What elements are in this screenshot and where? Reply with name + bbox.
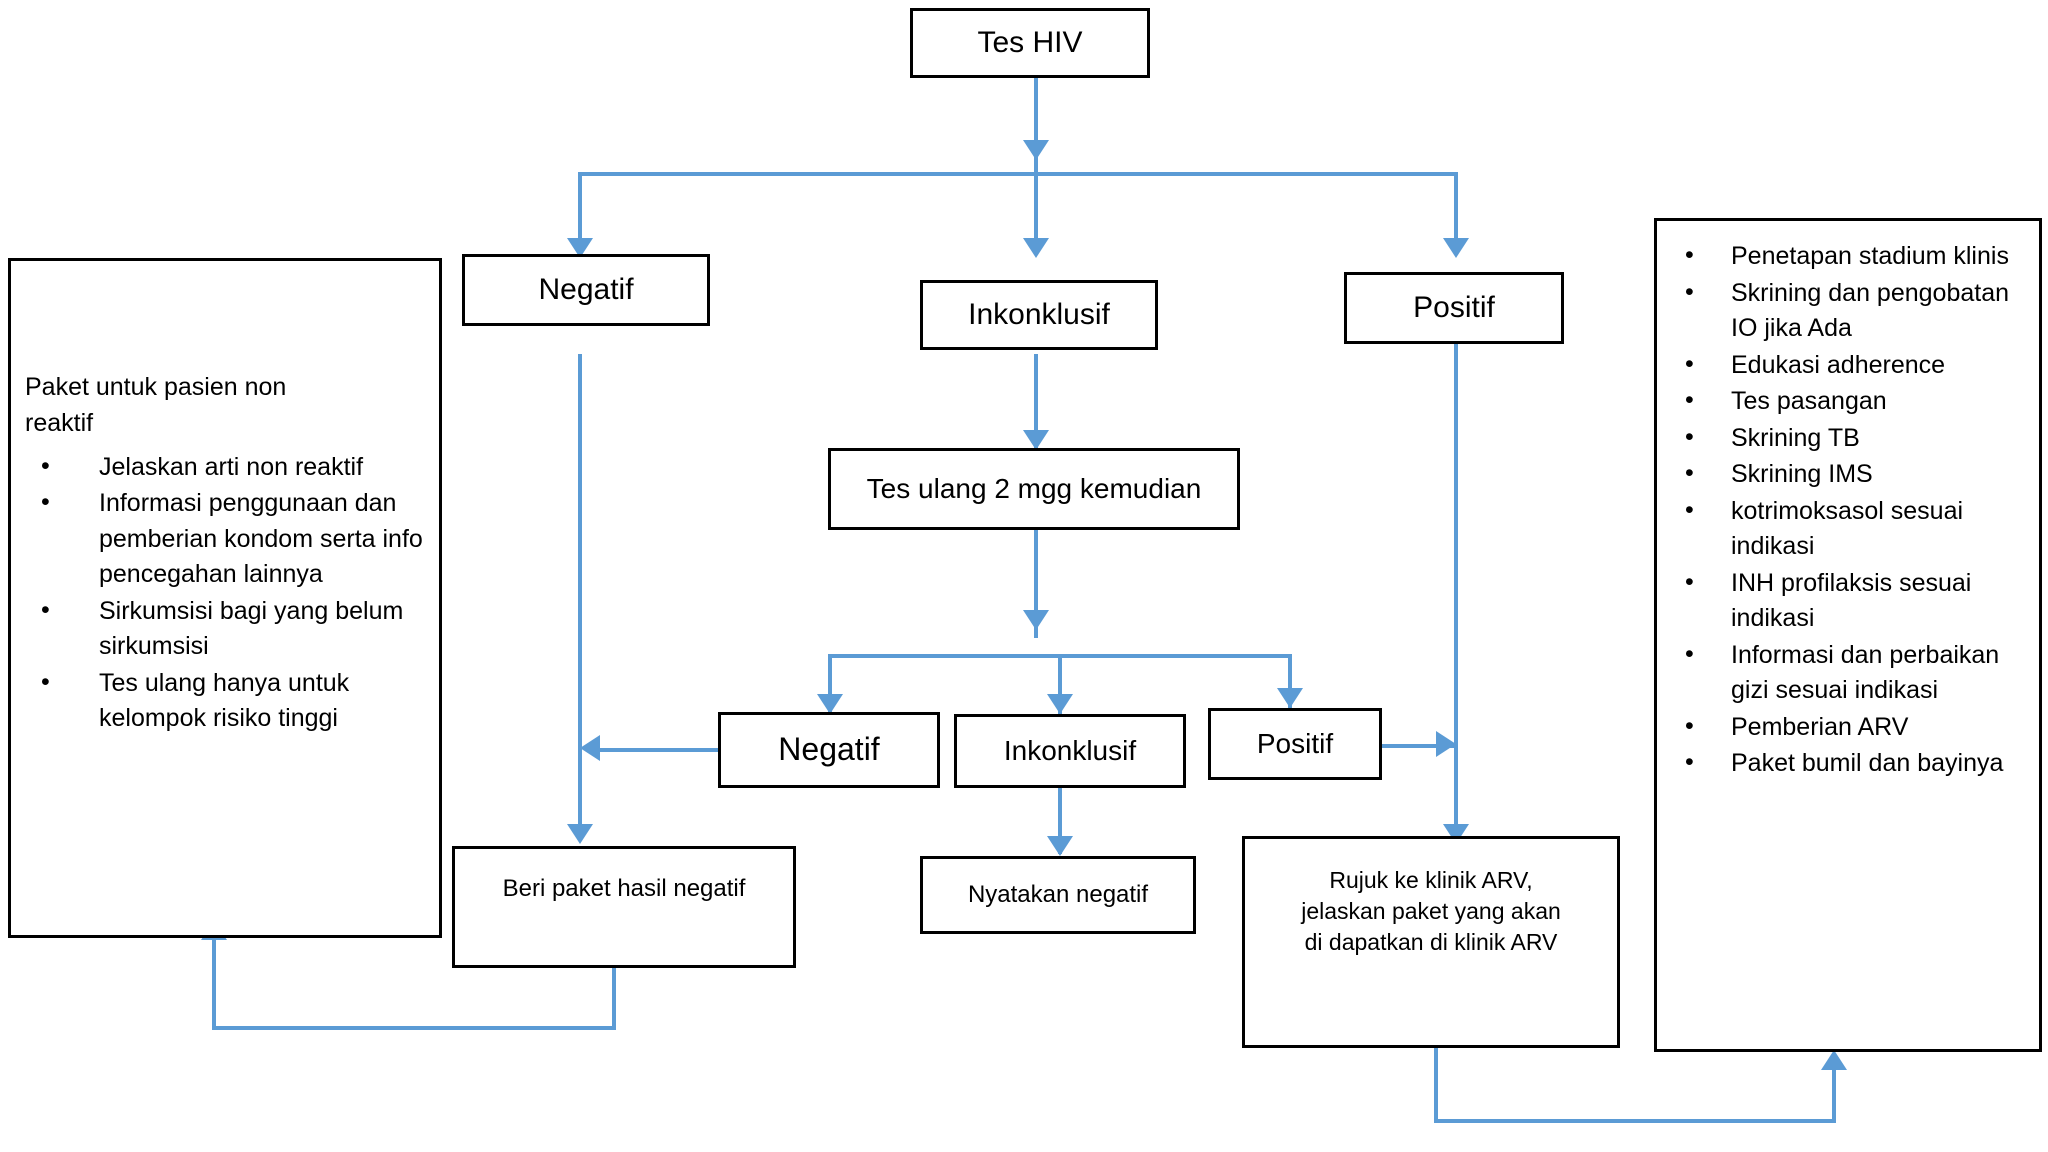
connector-inkonklusif1-to-retest [1034, 354, 1038, 448]
arrowhead-positif2-right [1436, 731, 1456, 757]
node-negatif-1[interactable]: Negatif [462, 254, 710, 326]
node-positif-1[interactable]: Positif [1344, 272, 1564, 344]
connector-to-inkonklusif2 [1058, 654, 1062, 720]
list-item: Sirkumsisi bagi yang belum sirkumsisi [41, 593, 425, 665]
node-tes-hiv[interactable]: Tes HIV [910, 8, 1150, 78]
node-label: Tes ulang 2 mgg kemudian [866, 473, 1202, 505]
arrowhead-beripaket [567, 824, 593, 844]
list-item: Edukasi adherence [1685, 347, 2025, 384]
node-label: Negatif [778, 731, 880, 768]
arrowhead-nyatakan [1047, 836, 1073, 856]
arrowhead-negatif1 [567, 238, 593, 258]
list-item: Informasi penggunaan dan pemberian kondo… [41, 485, 425, 593]
arrowhead-positif1 [1443, 238, 1469, 258]
node-label: Tes HIV [977, 25, 1083, 59]
connector-retest-down [1034, 530, 1038, 638]
panel-paket-non-reaktif[interactable]: Paket untuk pasien non reaktif Jelaskan … [8, 258, 442, 938]
node-label-line3: di dapatkan di klinik ARV [1304, 929, 1558, 956]
arrowhead-retest-down [1023, 610, 1049, 630]
connector-positif1-to-rujuk [1454, 340, 1458, 840]
node-label: Nyatakan negatif [967, 880, 1149, 908]
node-label: Beri paket hasil negatif [502, 875, 746, 902]
node-beri-paket-hasil-negatif[interactable]: Beri paket hasil negatif [452, 846, 796, 968]
list-item: Skrining IMS [1685, 456, 2025, 493]
arrowhead-inkonklusif2 [1047, 694, 1073, 714]
connector-negatif1-to-beripaket [578, 354, 582, 840]
connector-feedback-right-v2 [1832, 1068, 1836, 1122]
connector-level1-bar [578, 172, 1458, 176]
connector-negatif2-left [596, 748, 718, 752]
connector-feedback-right-h [1434, 1119, 1836, 1123]
panel-bullet-list: Penetapan stadium klinis Skrining dan pe… [1657, 238, 2039, 782]
list-item: Paket bumil dan bayinya [1685, 745, 2025, 782]
node-rujuk-klinik-arv[interactable]: Rujuk ke klinik ARV, jelaskan paket yang… [1242, 836, 1620, 1048]
connector-feedback-left-h [212, 1026, 616, 1030]
node-label: Negatif [538, 272, 634, 306]
node-tes-ulang-2-mgg[interactable]: Tes ulang 2 mgg kemudian [828, 448, 1240, 530]
connector-feedback-right-v1 [1434, 1045, 1438, 1123]
arrowhead-inkonklusif1 [1023, 238, 1049, 258]
connector-positif2-right [1380, 744, 1454, 748]
connector-to-negatif2 [828, 654, 832, 720]
panel-content: Paket untuk pasien non reaktif Jelaskan … [11, 261, 439, 737]
panel-heading-line2: reaktif [25, 409, 94, 438]
connector-feedback-left-v1 [612, 966, 616, 1030]
connector-feedback-left-v2 [212, 938, 216, 1030]
node-label: Inkonklusif [1003, 735, 1137, 767]
node-positif-2[interactable]: Positif [1208, 708, 1382, 780]
connector-to-positif1 [1454, 172, 1458, 254]
node-inkonklusif-1[interactable]: Inkonklusif [920, 280, 1158, 350]
node-label-line2: jelaskan paket yang akan [1301, 898, 1561, 925]
node-nyatakan-negatif[interactable]: Nyatakan negatif [920, 856, 1196, 934]
arrowhead-positif2 [1277, 688, 1303, 708]
list-item: Jelaskan arti non reaktif [41, 449, 425, 486]
arrowhead-feedback-right [1821, 1050, 1847, 1070]
list-item: Skrining dan pengobatan IO jika Ada [1685, 275, 2025, 347]
node-label-line1: Rujuk ke klinik ARV, [1329, 867, 1533, 893]
node-label: Inkonklusif [968, 297, 1110, 331]
list-item: kotrimoksasol sesuai indikasi [1685, 493, 2025, 565]
arrowhead-negatif2 [817, 694, 843, 714]
node-negatif-2[interactable]: Negatif [718, 712, 940, 788]
connector-to-inkonklusif1 [1034, 172, 1038, 254]
connector-to-negatif1 [578, 172, 582, 254]
list-item: Tes pasangan [1685, 383, 2025, 420]
list-item: Penetapan stadium klinis [1685, 238, 2025, 275]
panel-heading-line1: Paket untuk pasien non [25, 373, 287, 401]
list-item: Pemberian ARV [1685, 709, 2025, 746]
panel-content: Penetapan stadium klinis Skrining dan pe… [1657, 221, 2039, 782]
connector-root-down [1034, 78, 1038, 172]
arrowhead-root-down [1023, 140, 1049, 160]
node-label: Positif [1256, 728, 1334, 760]
connector-to-positif2 [1288, 654, 1292, 720]
panel-paket-arv[interactable]: Penetapan stadium klinis Skrining dan pe… [1654, 218, 2042, 1052]
list-item: Informasi dan perbaikan gizi sesuai indi… [1685, 637, 2025, 709]
list-item: Skrining TB [1685, 420, 2025, 457]
list-item: INH profilaksis sesuai indikasi [1685, 565, 2025, 637]
connector-inkonklusif2-to-nyatakan [1058, 780, 1062, 854]
node-inkonklusif-2[interactable]: Inkonklusif [954, 714, 1186, 788]
panel-bullet-list: Jelaskan arti non reaktif Informasi peng… [11, 449, 439, 737]
node-label: Positif [1413, 290, 1495, 324]
list-item: Tes ulang hanya untuk kelompok risiko ti… [41, 665, 425, 737]
arrowhead-retest [1023, 430, 1049, 450]
arrowhead-negatif2-left [580, 735, 600, 761]
